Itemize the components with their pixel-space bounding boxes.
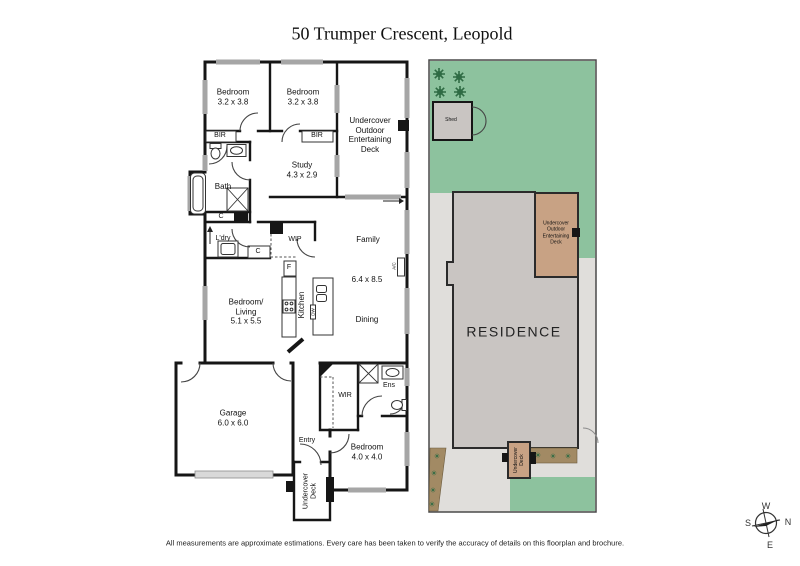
- label-fridge: F: [286, 263, 292, 271]
- deck-post: [572, 228, 580, 237]
- label-site-under-deck: Undercover Deck: [512, 447, 525, 473]
- shed: [432, 101, 487, 141]
- label-family: Family: [356, 235, 380, 245]
- label-site-outdoor-deck: Undercover Outdoor Entertaining Deck: [542, 220, 570, 246]
- compass-needle: [753, 519, 780, 527]
- island-bench: [310, 277, 334, 336]
- solid-blocks: [234, 120, 409, 377]
- label-cupboard1: C: [218, 212, 224, 220]
- shed-door-arc: [471, 106, 487, 122]
- label-bedroom3: Bedroom 4.0 x 4.0: [350, 442, 384, 461]
- toilet-icon: [209, 143, 222, 160]
- cooktop-icon: [282, 299, 296, 314]
- ensuite-toilet-icon: [391, 399, 407, 411]
- label-kitchen: Kitchen: [297, 291, 307, 319]
- shower-icon: [226, 187, 249, 212]
- sink-icon: [316, 285, 327, 302]
- fixtures: [190, 143, 407, 411]
- ensuite-shower-icon: [358, 363, 379, 384]
- label-garage: Garage 6.0 x 6.0: [217, 408, 249, 427]
- deck-post: [326, 477, 334, 502]
- label-shed: Shed: [445, 116, 457, 123]
- label-residence: RESIDENCE: [466, 323, 562, 340]
- label-dining: Dining: [355, 315, 379, 325]
- windows: [187, 59, 410, 493]
- label-under-deck: Undercover Deck: [302, 472, 318, 510]
- deck-post: [502, 453, 508, 462]
- deck-post: [530, 452, 536, 464]
- robes-cupboards: [205, 130, 334, 259]
- label-cupboard2: C: [255, 247, 261, 255]
- dishwasher-icon: [310, 304, 316, 320]
- bathtub-icon: [190, 172, 206, 215]
- label-family-dims: 6.4 x 8.5: [351, 275, 383, 285]
- label-bedroom2: Bedroom 3.2 x 3.8: [286, 87, 320, 106]
- compass-north: N: [784, 517, 792, 527]
- label-bedroom1: Bedroom 3.2 x 3.8: [216, 87, 250, 106]
- arrows: [207, 198, 404, 244]
- label-aircon: A/C: [391, 262, 397, 270]
- label-pantry: WIP: [288, 235, 302, 243]
- label-ensuite: Ens: [382, 381, 396, 389]
- angled-door: [286, 337, 305, 354]
- shed-door-arc: [471, 120, 487, 136]
- compass-south: S: [744, 518, 752, 528]
- ensuite-basin-icon: [381, 365, 404, 380]
- label-study: Study 4.3 x 2.9: [286, 160, 318, 179]
- under-deck-outline: [286, 460, 334, 522]
- gate-arc: [582, 427, 599, 444]
- label-dishwasher: DW: [310, 308, 316, 316]
- floor-plan: [174, 59, 410, 522]
- lawn-front: [510, 477, 595, 511]
- deck-post: [286, 481, 294, 492]
- fridge-space: [283, 260, 297, 277]
- label-bir-left: BIR: [214, 131, 226, 139]
- label-bedroom-living: Bedroom/ Living 5.1 x 5.5: [228, 297, 264, 326]
- label-bir-right: BIR: [311, 131, 323, 139]
- washing-machine-icon: [217, 240, 239, 258]
- basin-icon: [226, 144, 247, 157]
- site-plan: [428, 59, 599, 513]
- label-wir: WIR: [338, 391, 352, 399]
- disclaimer-text: All measurements are approximate estimat…: [165, 538, 625, 548]
- page-title: 50 Trumper Crescent, Leopold: [291, 23, 513, 44]
- label-laundry: L'dry: [215, 234, 231, 242]
- garage-door: [194, 470, 274, 479]
- compass-east: E: [766, 540, 774, 550]
- label-bath: Bath: [214, 182, 232, 192]
- ac-unit-icon: [397, 257, 405, 277]
- label-outdoor-deck: Undercover Outdoor Entertaining Deck: [348, 115, 392, 154]
- compass-rose: [751, 508, 781, 538]
- dashed-lines: [270, 234, 334, 428]
- compass-west: W: [761, 501, 771, 511]
- label-entry: Entry: [298, 436, 316, 444]
- garden-bed-side: [428, 447, 447, 512]
- lawn-side: [578, 193, 595, 258]
